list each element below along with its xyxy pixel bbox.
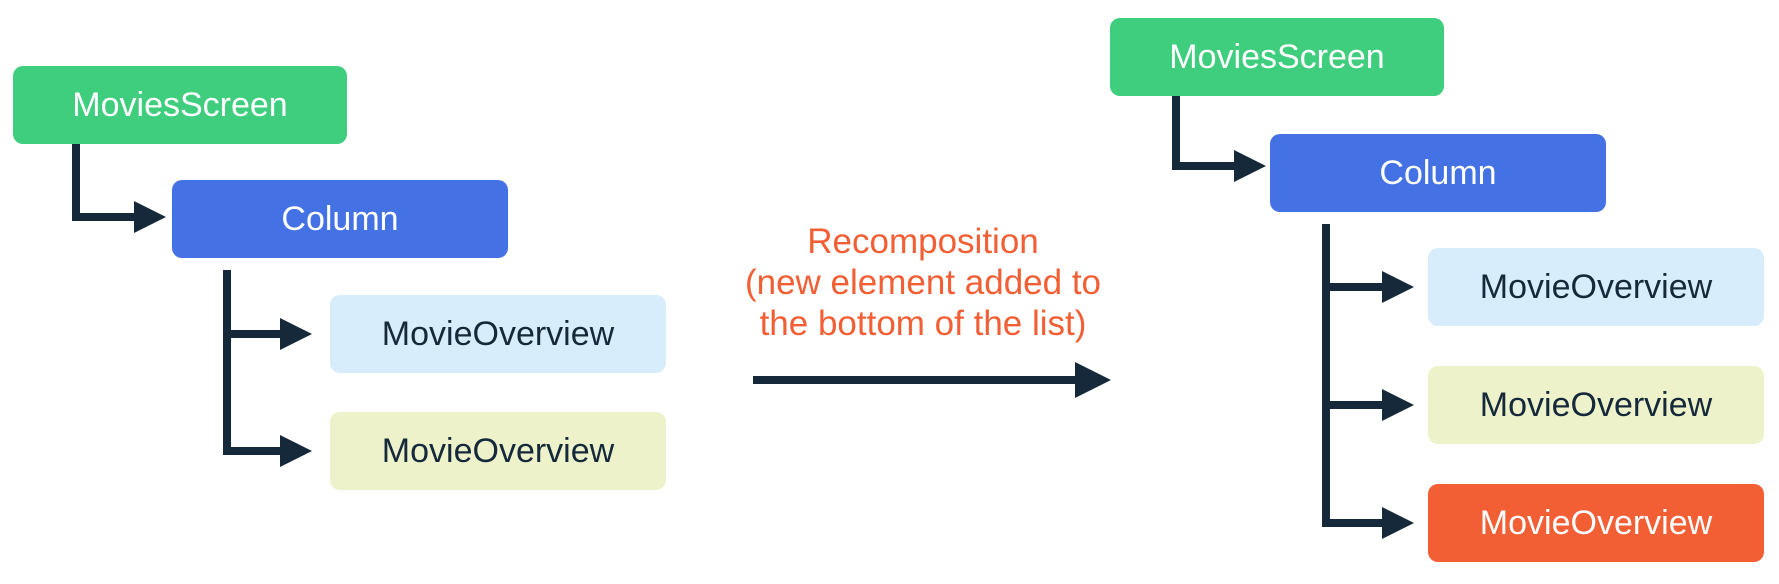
arrowhead-right-icon — [1382, 389, 1414, 421]
node-label: MovieOverview — [1479, 267, 1713, 306]
right-node-movieoverview-2: MovieOverview — [1428, 366, 1764, 444]
left-node-column: Column — [172, 180, 508, 258]
connector-trunk-vertical — [223, 270, 231, 455]
arrowhead-right-icon — [1382, 507, 1414, 539]
connector-trunk-vertical — [1322, 224, 1330, 527]
right-node-moviesscreen: MoviesScreen — [1110, 18, 1444, 96]
right-node-movieoverview-1: MovieOverview — [1428, 248, 1764, 326]
node-label: MovieOverview — [381, 314, 615, 353]
left-node-movieoverview-2: MovieOverview — [330, 412, 666, 490]
recomposition-arrow-line — [753, 376, 1075, 384]
arrowhead-right-icon — [1234, 150, 1266, 182]
connector-branch-horizontal — [1322, 401, 1382, 409]
connector-elbow-horizontal — [72, 213, 134, 221]
connector-elbow-vertical — [72, 144, 80, 221]
caption-line: the bottom of the list) — [759, 304, 1087, 343]
recomposition-arrowhead-icon — [1075, 362, 1111, 398]
connector-elbow-vertical — [1172, 96, 1180, 170]
connector-branch-horizontal — [223, 330, 280, 338]
arrowhead-right-icon — [280, 318, 312, 350]
arrowhead-right-icon — [134, 201, 166, 233]
node-label: MovieOverview — [1479, 385, 1713, 424]
caption-line: Recomposition — [807, 222, 1039, 261]
right-node-movieoverview-3-new: MovieOverview — [1428, 484, 1764, 562]
node-label: MoviesScreen — [1169, 37, 1385, 76]
node-label: Column — [281, 199, 399, 238]
arrowhead-right-icon — [280, 435, 312, 467]
node-label: MovieOverview — [1479, 503, 1713, 542]
recomposition-caption: Recomposition (new element added to the … — [697, 221, 1149, 344]
arrowhead-right-icon — [1382, 271, 1414, 303]
left-node-moviesscreen: MoviesScreen — [13, 66, 347, 144]
node-label: Column — [1379, 153, 1497, 192]
left-node-movieoverview-1: MovieOverview — [330, 295, 666, 373]
right-node-column: Column — [1270, 134, 1606, 212]
connector-elbow-horizontal — [1172, 162, 1234, 170]
connector-branch-horizontal — [1322, 519, 1382, 527]
connector-branch-horizontal — [1322, 283, 1382, 291]
connector-branch-horizontal — [223, 447, 280, 455]
caption-line: (new element added to — [744, 263, 1102, 302]
node-label: MovieOverview — [381, 431, 615, 470]
node-label: MoviesScreen — [72, 85, 288, 124]
